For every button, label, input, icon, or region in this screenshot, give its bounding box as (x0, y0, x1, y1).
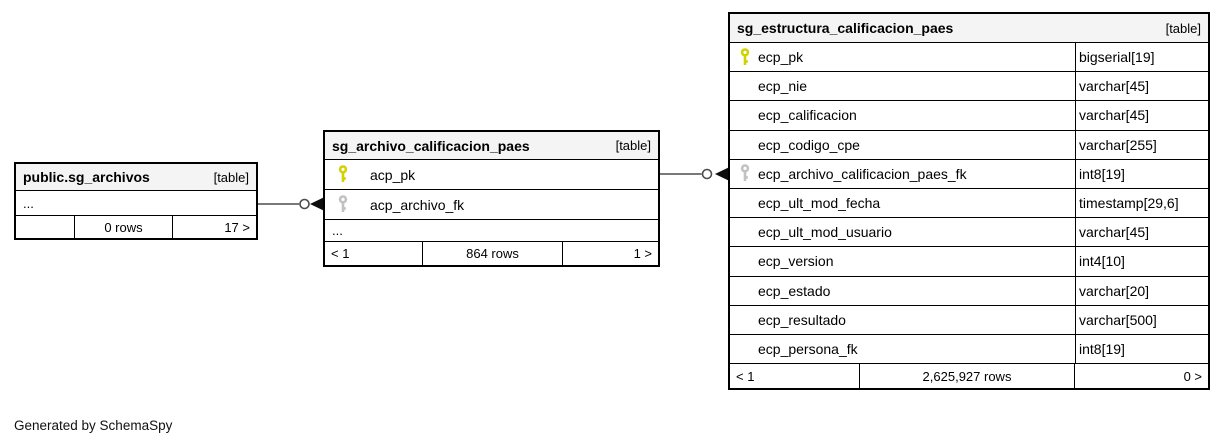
column-name: ecp_ult_mod_usuario (758, 224, 892, 241)
column-row-acp-pk: acp_pk (325, 160, 658, 190)
footer-parents-cell (16, 216, 75, 238)
primary-key-icon (338, 165, 348, 182)
elided-columns-row: ... (16, 191, 256, 216)
column-row-ecp-calificacion: ecp_calificacion varchar[45] (730, 101, 1210, 131)
footer-children-cell: 17 > (224, 219, 250, 235)
column-name: acp_pk (370, 166, 416, 183)
ellipsis-label: ... (332, 223, 343, 238)
column-type: varchar[45] (1075, 218, 1210, 247)
table-title[interactable]: public.sg_archivos (23, 169, 150, 185)
column-name: ecp_archivo_calificacion_paes_fk (758, 165, 967, 182)
column-name: ecp_resultado (758, 311, 846, 328)
column-row-ecp-nie: ecp_nie varchar[45] (730, 72, 1210, 102)
column-type: int4[10] (1075, 247, 1210, 276)
relationship-line-acp-to-ecp (660, 167, 728, 181)
column-name: ecp_pk (758, 49, 804, 66)
table-footer: < 1 2,625,927 rows 0 > (730, 364, 1208, 388)
column-name: acp_archivo_fk (370, 196, 465, 213)
footer-children-cell: 1 > (633, 246, 652, 261)
column-type: varchar[45] (1075, 101, 1210, 130)
column-name: ecp_codigo_cpe (758, 136, 860, 153)
column-type: varchar[255] (1075, 130, 1210, 159)
table-sg-archivo-calificacion-paes[interactable]: sg_archivo_calificacion_paes [table] acp… (323, 130, 660, 267)
table-badge: [table] (615, 138, 651, 153)
column-type: varchar[500] (1075, 305, 1210, 334)
column-row-acp-archivo-fk: acp_archivo_fk (325, 190, 658, 220)
column-type: int8[19] (1075, 159, 1210, 188)
table-badge: [table] (213, 169, 249, 185)
table-title[interactable]: sg_estructura_calificacion_paes (737, 20, 954, 36)
table-footer: < 1 864 rows 1 > (325, 242, 658, 265)
column-row-ecp-estado: ecp_estado varchar[20] (730, 276, 1210, 306)
table-title[interactable]: sg_archivo_calificacion_paes (332, 137, 530, 154)
relationship-line-archivos-to-acp (258, 197, 323, 211)
foreign-key-icon (740, 164, 750, 182)
column-type: varchar[20] (1075, 276, 1210, 305)
column-name: ecp_persona_fk (758, 340, 858, 357)
column-name: ecp_version (758, 253, 834, 270)
table-header[interactable]: sg_archivo_calificacion_paes [table] (325, 132, 658, 160)
column-row-ecp-archivo-calificacion-paes-fk: ecp_archivo_calificacion_paes_fk int8[19… (730, 159, 1210, 189)
footer-parents-cell: < 1 (730, 364, 860, 388)
footer-rowcount-cell: 864 rows (423, 242, 563, 265)
ellipsis-label: ... (23, 195, 34, 211)
column-row-ecp-version: ecp_version int4[10] (730, 247, 1210, 277)
table-badge: [table] (1165, 20, 1201, 36)
primary-key-icon (740, 47, 750, 65)
column-row-ecp-ult-mod-fecha: ecp_ult_mod_fecha timestamp[29,6] (730, 188, 1210, 219)
column-name: ecp_ult_mod_fecha (758, 195, 881, 212)
column-row-ecp-codigo-cpe: ecp_codigo_cpe varchar[255] (730, 130, 1210, 160)
column-row-ecp-resultado: ecp_resultado varchar[500] (730, 305, 1210, 335)
table-public-sg-archivos[interactable]: public.sg_archivos [table] ... 0 rows 17… (14, 162, 258, 240)
footer-children-cell: 0 > (1183, 368, 1202, 384)
column-type: timestamp[29,6] (1075, 188, 1210, 218)
elided-columns-row: ... (325, 220, 658, 242)
column-type: bigserial[19] (1075, 43, 1210, 72)
footer-rowcount-cell: 2,625,927 rows (860, 364, 1075, 388)
footer-rowcount-cell: 0 rows (75, 216, 173, 238)
column-row-ecp-persona-fk: ecp_persona_fk int8[19] (730, 334, 1210, 365)
table-header[interactable]: sg_estructura_calificacion_paes [table] (730, 14, 1208, 43)
column-type: int8[19] (1075, 334, 1210, 364)
column-row-ecp-ult-mod-usuario: ecp_ult_mod_usuario varchar[45] (730, 218, 1210, 248)
generated-by-note: Generated by SchemaSpy (14, 418, 173, 433)
footer-parents-cell: < 1 (325, 242, 423, 265)
foreign-key-icon (338, 195, 348, 212)
column-name: ecp_calificacion (758, 107, 857, 124)
column-type: varchar[45] (1075, 72, 1210, 101)
table-footer: 0 rows 17 > (16, 216, 256, 238)
table-header[interactable]: public.sg_archivos [table] (16, 164, 256, 191)
table-sg-estructura-calificacion-paes[interactable]: sg_estructura_calificacion_paes [table] … (728, 12, 1210, 390)
column-name: ecp_estado (758, 282, 831, 299)
column-row-ecp-pk: ecp_pk bigserial[19] (730, 43, 1210, 73)
column-name: ecp_nie (758, 78, 808, 95)
